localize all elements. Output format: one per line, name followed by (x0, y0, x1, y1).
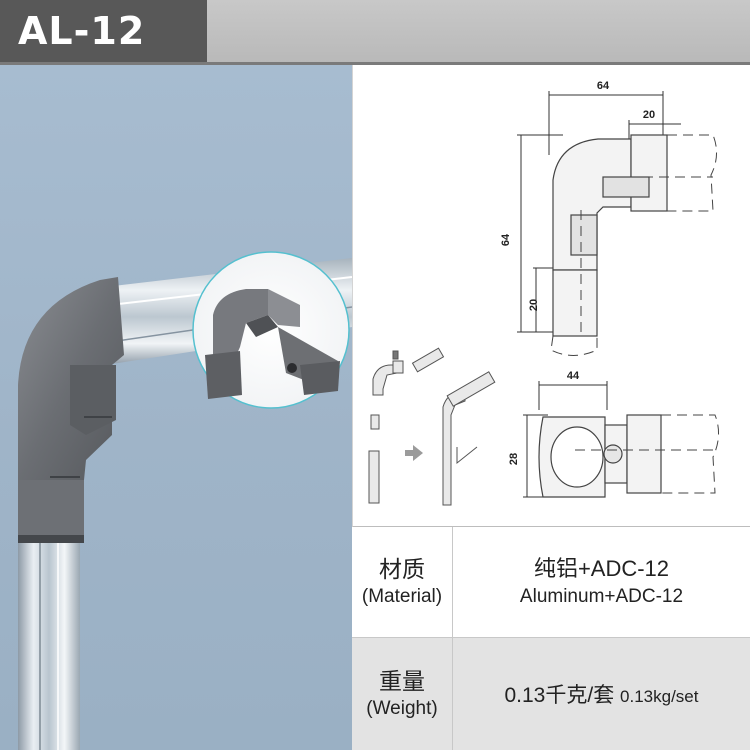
model-title: AL-12 (0, 0, 207, 62)
weight-row: 重量 (Weight) 0.13千克/套 0.13kg/set (352, 638, 750, 750)
dim-left-bottom: 20 (528, 299, 540, 311)
weight-label-en: (Weight) (366, 698, 438, 719)
material-value-en: Aluminum+ADC-12 (519, 586, 684, 607)
spec-table: 材质 (Material) 纯铝+ADC-12 Aluminum+ADC-12 … (352, 527, 750, 750)
weight-value: 0.13千克/套 0.13kg/set (504, 679, 698, 709)
elbow-detail-icon (205, 289, 340, 399)
product-photo (0, 65, 352, 750)
header-divider (0, 62, 750, 65)
header: AL-12 (0, 0, 750, 66)
dimension-drawing: 64 20 64 20 44 28 (368, 80, 719, 506)
material-value-cell: 纯铝+ADC-12 Aluminum+ADC-12 (453, 527, 750, 637)
material-label-zh: 材质 (379, 556, 425, 582)
material-value-zh: 纯铝+ADC-12 (533, 556, 670, 581)
dim-top-width: 64 (597, 80, 610, 92)
elbow-joint-illustration (18, 251, 352, 750)
dim-top-right: 20 (643, 109, 655, 121)
weight-value-cell: 0.13千克/套 0.13kg/set (453, 638, 750, 750)
dim-left-height: 64 (500, 233, 512, 246)
material-label-en: (Material) (361, 586, 443, 607)
weight-label-zh: 重量 (379, 668, 425, 694)
header-bar (207, 0, 750, 62)
material-label-cell: 材质 (Material) (352, 527, 453, 637)
weight-value-zh: 0.13千克/套 (504, 684, 615, 707)
weight-label-cell: 重量 (Weight) (352, 638, 453, 750)
weight-value-en: 0.13kg/set (620, 687, 699, 706)
dim-plan-height: 28 (508, 453, 520, 465)
material-row: 材质 (Material) 纯铝+ADC-12 Aluminum+ADC-12 (352, 527, 750, 638)
assembly-diagram (368, 347, 496, 506)
dim-plan-width: 44 (567, 370, 580, 382)
technical-drawing: 64 20 64 20 44 28 (352, 65, 750, 527)
